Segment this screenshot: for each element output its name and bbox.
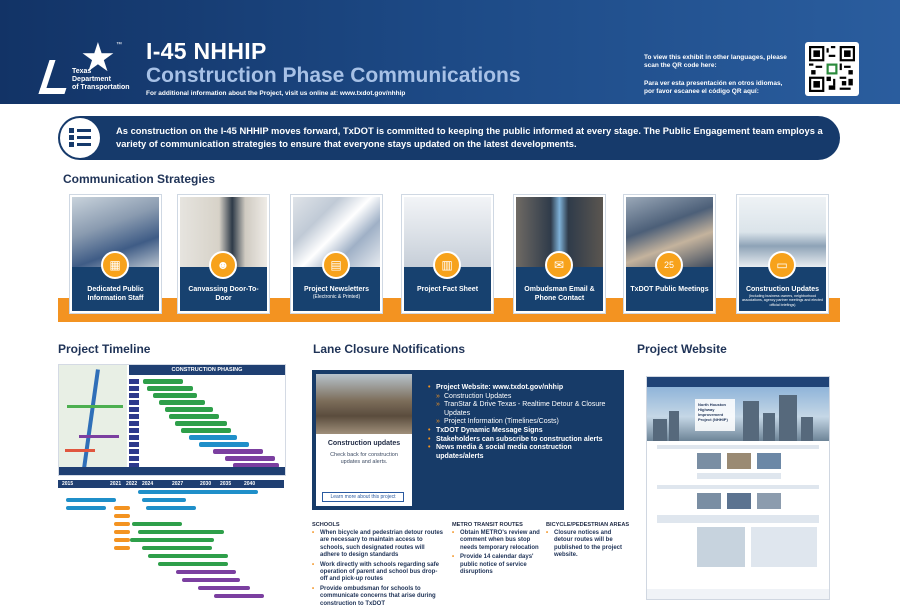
strategy-label: Canvassing Door-To-Door — [188, 286, 259, 302]
strategy-label: TxDOT Public Meetings — [630, 286, 709, 293]
list-item: Project Website: www.txdot.gov/nhhip — [428, 384, 618, 393]
bike-ped-notes: BICYCLE/PEDESTRIAN AREAS Closure notices… — [546, 522, 630, 562]
star-icon: ★ — [80, 36, 116, 80]
list-item: Work directly with schools regarding saf… — [312, 562, 444, 584]
strategy-card[interactable]: ▦ Dedicated Public Information Staff — [69, 194, 162, 314]
project-website-heading: Project Website — [637, 342, 727, 356]
notification-list: Project Website: www.txdot.gov/nhhip Con… — [428, 384, 618, 461]
page-title: I-45 NHHIP — [146, 38, 267, 64]
people-icon: ☻ — [209, 251, 237, 279]
intro-text: As construction on the I-45 NHHIP moves … — [116, 125, 823, 149]
strategy-card[interactable]: ▤ Project Newsletters (Electronic & Prin… — [290, 194, 383, 314]
project-info-text: For additional information about the Pro… — [146, 90, 406, 97]
notes-heading: SCHOOLS — [312, 522, 340, 528]
strategy-label: Project Fact Sheet — [416, 286, 479, 293]
list-item: Provide ombudsman for schools to communi… — [312, 586, 444, 608]
website-footer — [647, 589, 829, 599]
construction-updates-card: Construction updates Check back for cons… — [316, 374, 412, 506]
monitor-icon: ▭ — [768, 251, 796, 279]
strategy-card[interactable]: ✉ Ombudsman Email & Phone Contact — [513, 194, 606, 314]
website-hero-text: North Houston Highway Improvement Projec… — [698, 402, 728, 422]
strategy-card[interactable]: ▭ Construction Updates (Including busine… — [736, 194, 829, 314]
construction-phasing-title: CONSTRUCTION PHASING — [129, 365, 285, 375]
building-icon: ▦ — [101, 251, 129, 279]
construction-updates-desc: Check back for construction updates and … — [330, 452, 398, 465]
project-timeline-heading: Project Timeline — [58, 342, 151, 356]
list-item: Obtain METRO's review and comment when b… — [452, 530, 540, 552]
strategy-label: Dedicated Public Information Staff — [87, 286, 144, 302]
notes-heading: METRO TRANSIT ROUTES — [452, 522, 523, 528]
calendar-icon: 25 — [655, 251, 683, 279]
strategy-label: Project Newsletters — [304, 286, 369, 293]
list-subitem: Construction Updates — [428, 393, 618, 402]
strategy-sublabel: (Electronic & Printed) — [312, 294, 361, 300]
newsletter-icon: ▤ — [322, 251, 350, 279]
strategy-card[interactable]: ▥ Project Fact Sheet — [401, 194, 494, 314]
website-nav — [647, 377, 829, 387]
header-banner: ★ ™ Texas Department of Transportation I… — [0, 0, 900, 104]
timeline-chart: 2015 2021 2022 2024 2027 2030 2035 2040 — [58, 480, 286, 610]
texas-shape-icon — [38, 60, 76, 94]
list-item: Provide 14 calendar days' public notice … — [452, 554, 540, 576]
notes-heading: BICYCLE/PEDESTRIAN AREAS — [546, 522, 630, 528]
construction-updates-title: Construction updates — [327, 440, 401, 447]
strategy-card[interactable]: ☻ Canvassing Door-To-Door — [177, 194, 270, 314]
strategy-card[interactable]: 25 TxDOT Public Meetings — [623, 194, 716, 314]
list-item: TxDOT Dynamic Message Signs — [428, 427, 618, 436]
website-map — [697, 527, 745, 567]
checklist-icon — [60, 118, 100, 158]
list-item: Closure notices and detour routes will b… — [546, 530, 630, 560]
metro-notes: METRO TRANSIT ROUTES Obtain METRO's revi… — [452, 522, 540, 578]
qr-instructions-en: To view this exhibit in other languages,… — [644, 54, 787, 69]
lane-closure-card: Construction updates Check back for cons… — [312, 370, 624, 510]
route-map — [59, 365, 127, 475]
construction-photo — [316, 374, 412, 434]
document-icon: ▥ — [433, 251, 461, 279]
strategy-label: Ombudsman Email & Phone Contact — [524, 286, 595, 302]
strategy-sublabel: (Including business owners, neighborhood… — [742, 294, 823, 307]
strategy-label: Construction Updates — [745, 286, 820, 293]
phasing-rows — [129, 377, 285, 473]
qr-instructions-es: Para ver esta presentación en otros idio… — [644, 80, 783, 95]
intro-banner: As construction on the I-45 NHHIP moves … — [58, 116, 840, 160]
list-subitem: TranStar & Drive Texas - Realtime Detour… — [428, 401, 618, 418]
txdot-logo: ★ ™ Texas Department of Transportation — [38, 38, 130, 98]
page-subtitle: Construction Phase Communications — [146, 64, 521, 87]
communication-strategies-heading: Communication Strategies — [63, 172, 216, 186]
timeline-axis: 2015 2021 2022 2024 2027 2030 2035 2040 — [58, 480, 284, 488]
list-item: When bicycle and pedestrian detour route… — [312, 530, 444, 560]
website-hero: North Houston Highway Improvement Projec… — [647, 387, 829, 441]
list-item: News media & social media construction u… — [428, 444, 618, 461]
learn-more-button[interactable]: Learn more about this project — [322, 492, 404, 502]
phone-icon: ✉ — [545, 251, 573, 279]
logo-text: Texas Department of Transportation — [72, 68, 130, 91]
lane-closure-heading: Lane Closure Notifications — [313, 342, 466, 356]
schools-notes: SCHOOLS When bicycle and pedestrian deto… — [312, 522, 444, 610]
website-screenshot[interactable]: North Houston Highway Improvement Projec… — [646, 376, 830, 600]
list-subitem: Project Information (Timelines/Costs) — [428, 418, 618, 427]
list-item: Stakeholders can subscribe to constructi… — [428, 436, 618, 445]
construction-phasing-map: CONSTRUCTION PHASING — [58, 364, 286, 476]
qr-code-icon[interactable] — [805, 42, 859, 96]
